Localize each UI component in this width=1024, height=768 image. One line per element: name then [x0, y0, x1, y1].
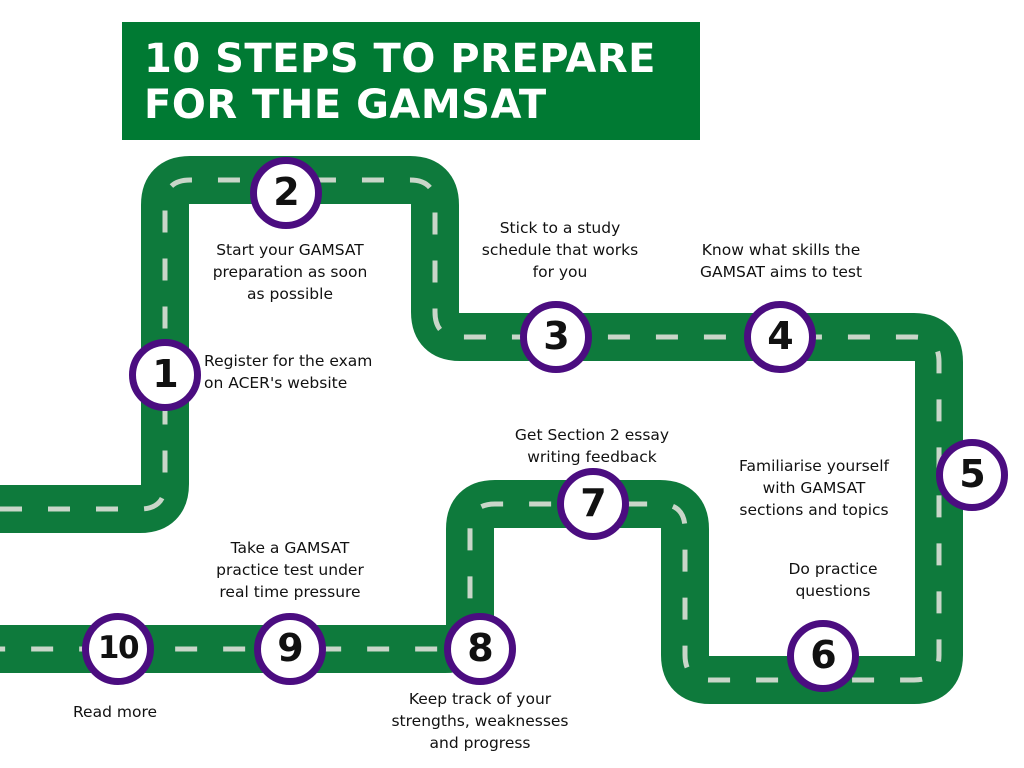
step-caption-2: Start your GAMSAT preparation as soon as… [212, 241, 368, 303]
step-marker-9[interactable]: 9 [254, 613, 326, 685]
title-banner: 10 STEPS TO PREPARE FOR THE GAMSAT [122, 22, 700, 140]
step-caption-9: Take a GAMSAT practice test under real t… [216, 539, 364, 601]
step-caption-3: Stick to a study schedule that works for… [481, 219, 639, 281]
step-marker-5[interactable]: 5 [936, 439, 1008, 511]
step-number-4: 4 [767, 314, 793, 358]
step-marker-2[interactable]: 2 [250, 157, 322, 229]
road-centre-dashes [0, 177, 942, 683]
step-caption-10: Read more [72, 703, 158, 721]
step-caption-4: Know what skills the GAMSAT aims to test [699, 241, 863, 281]
step-number-9: 9 [277, 626, 303, 670]
step-marker-8[interactable]: 8 [444, 613, 516, 685]
step-marker-1[interactable]: 1 [129, 339, 201, 411]
step-number-2: 2 [273, 170, 299, 214]
step-marker-3[interactable]: 3 [520, 301, 592, 373]
page-title: 10 STEPS TO PREPARE FOR THE GAMSAT [144, 36, 684, 128]
step-marker-10[interactable]: 10 [82, 613, 154, 685]
step-number-3: 3 [543, 314, 569, 358]
step-number-5: 5 [959, 452, 985, 496]
step-number-6: 6 [810, 633, 836, 677]
step-number-8: 8 [467, 626, 493, 670]
step-caption-5: Familiarise yourself with GAMSAT section… [739, 457, 889, 519]
step-number-10: 10 [97, 629, 140, 666]
page-title-line-1: 10 STEPS TO PREPARE [144, 36, 656, 82]
step-caption-7: Get Section 2 essay writing feedback [514, 426, 670, 466]
step-caption-1: Register for the exam on ACER's website [204, 352, 373, 392]
step-caption-6: Do practice questions [788, 560, 878, 600]
step-marker-7[interactable]: 7 [557, 468, 629, 540]
step-number-7: 7 [580, 481, 606, 525]
step-marker-6[interactable]: 6 [787, 620, 859, 692]
page-title-line-2: FOR THE GAMSAT [144, 82, 547, 128]
step-marker-4[interactable]: 4 [744, 301, 816, 373]
step-number-1: 1 [152, 352, 178, 396]
step-caption-8: Keep track of your strengths, weaknesses… [391, 690, 569, 752]
